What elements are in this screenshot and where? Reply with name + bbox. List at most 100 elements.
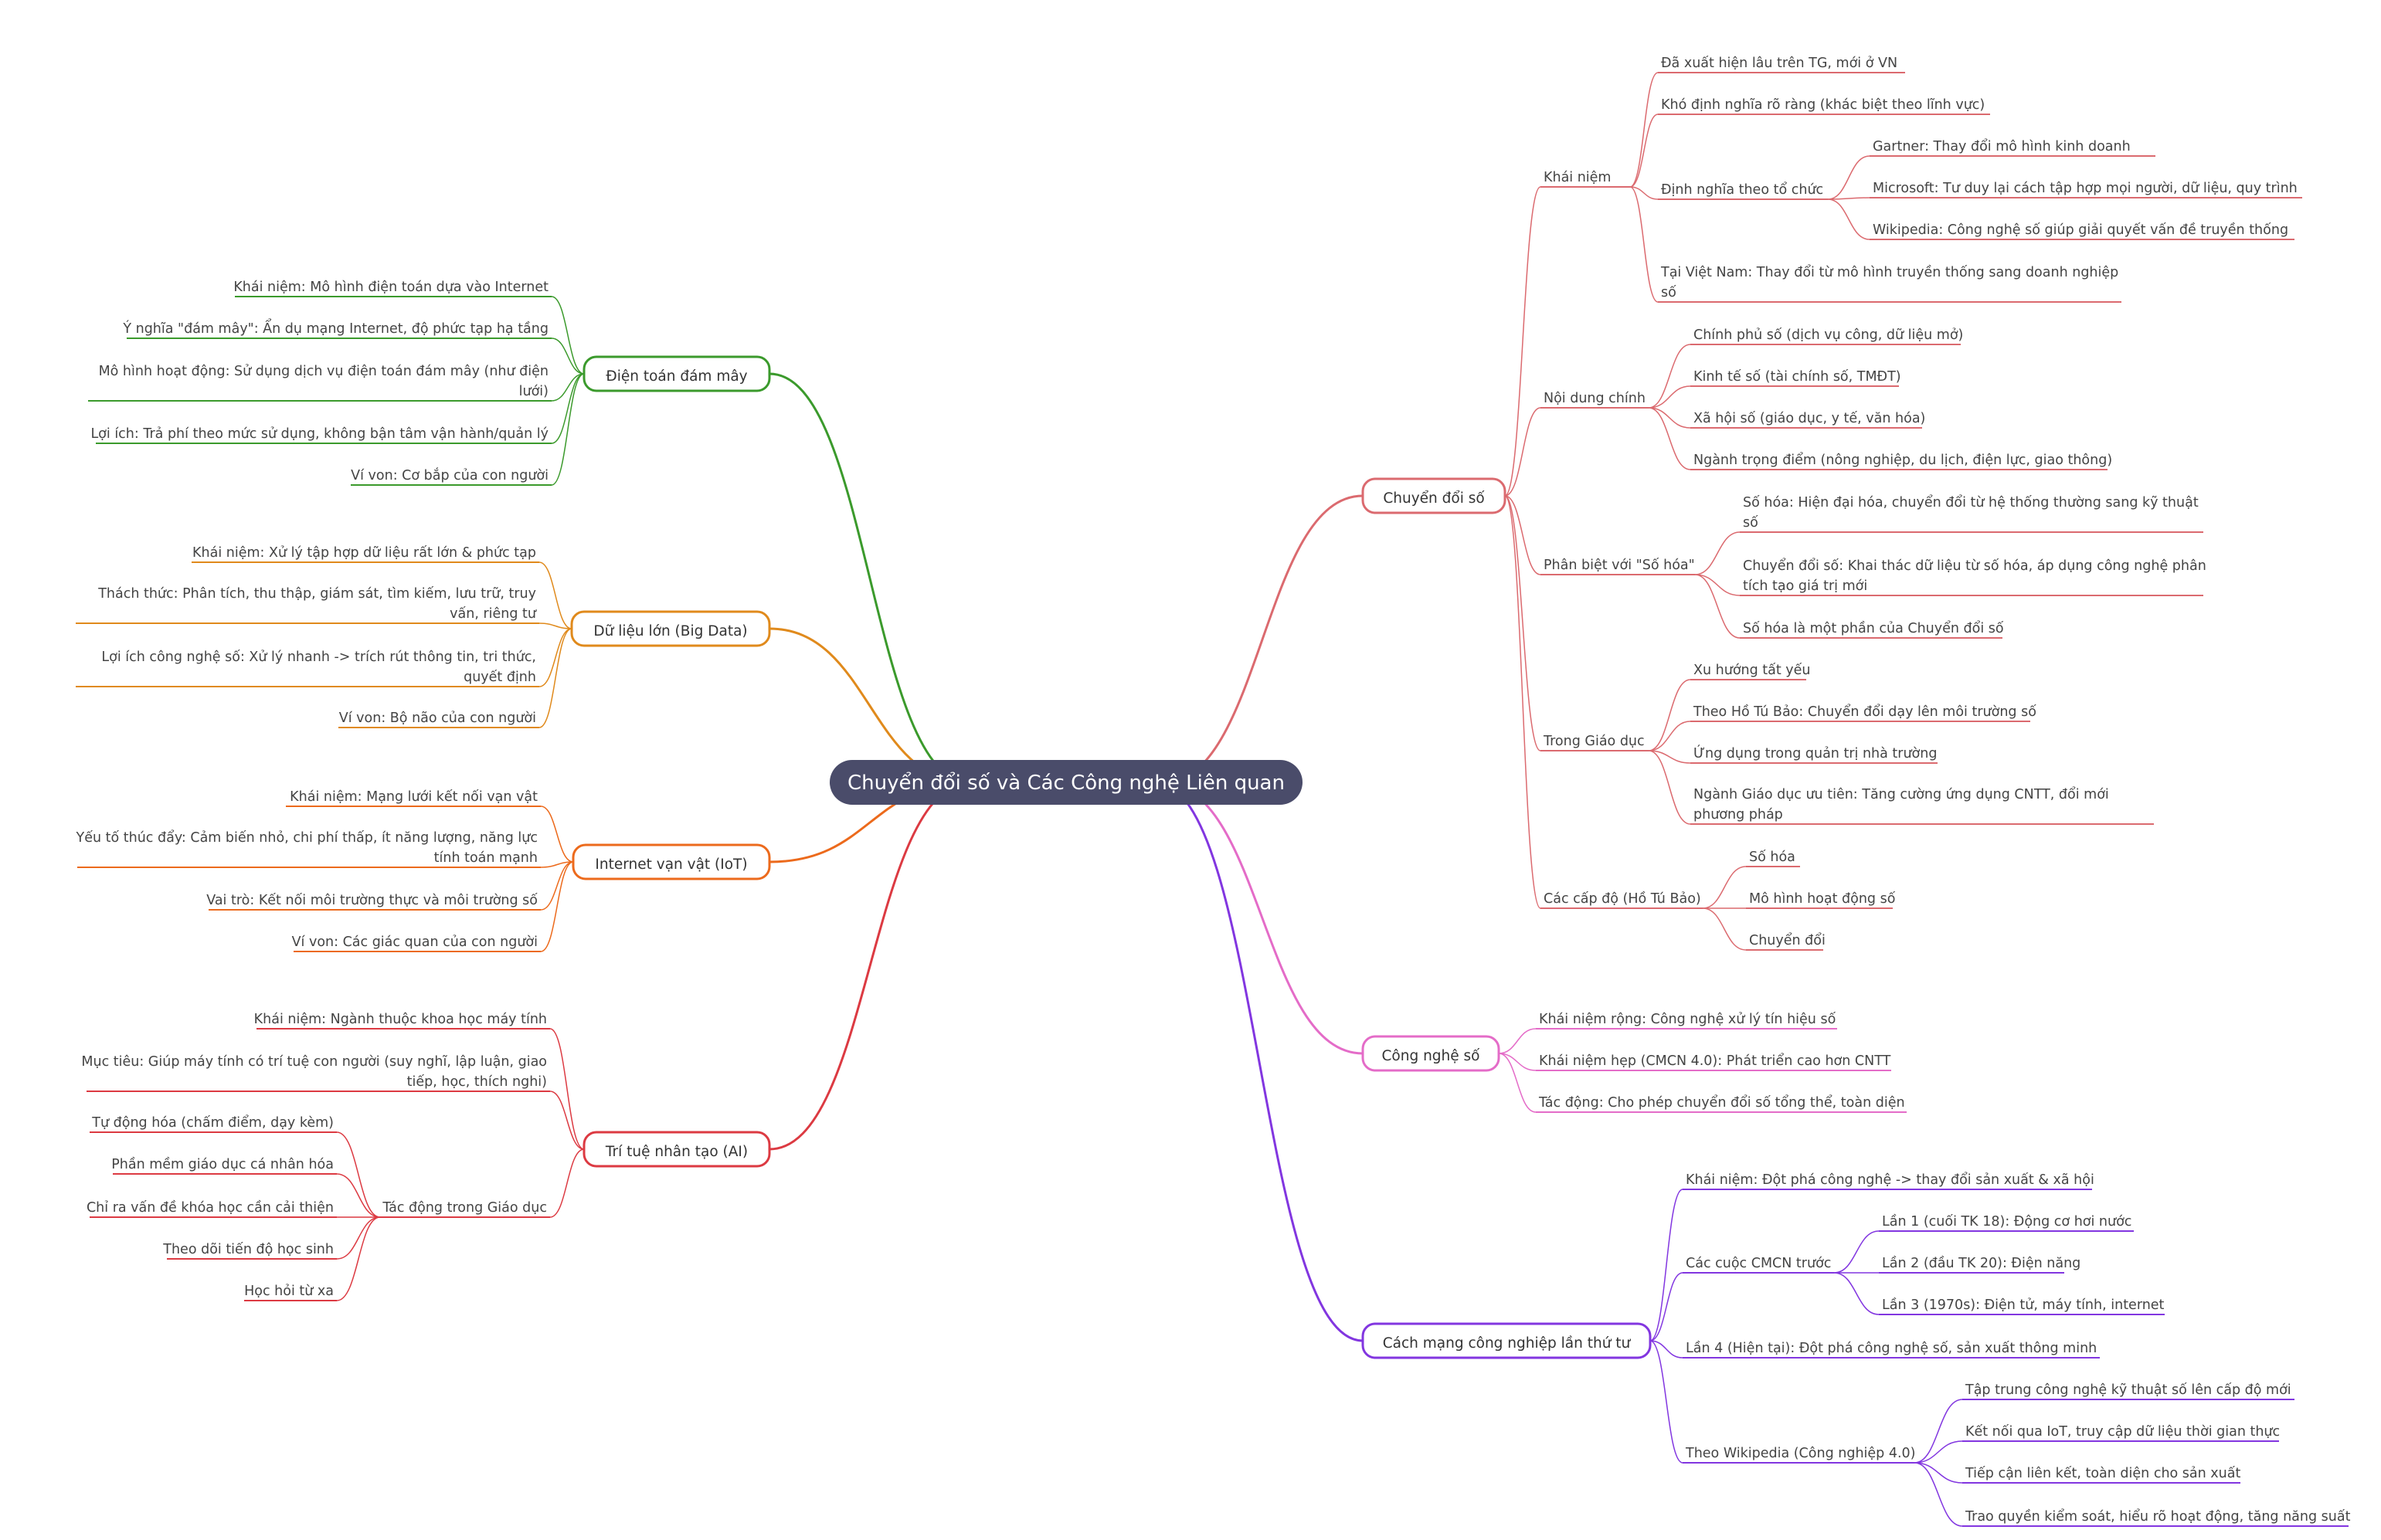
- link-tiep-can-lien-ket-toan-dien-cho-san-xuat: [1914, 1462, 1963, 1484]
- leaf-yeu-to-thuc-day-cam-bien-nho-chi-phi-tha-line: Yếu tố thúc đẩy: Cảm biến nhỏ, chi phí t…: [76, 829, 538, 846]
- leaf-khai-niem-mo-hinh-dien-toan-dua-vao-inte: Khái niệm: Mô hình điện toán dựa vào Int…: [233, 280, 549, 295]
- branch-node-cong-nghe-so-label: Công nghệ số: [1382, 1048, 1481, 1064]
- leaf-kinh-te-so-tai-chinh-so-tmdt-line: Kinh tế số (tài chính số, TMĐT): [1693, 368, 1901, 385]
- leaf-nganh-trong-diem-nong-nghiep-du-lich-die: Ngành trọng điểm (nông nghiệp, du lịch, …: [1693, 452, 2112, 468]
- link-khai-niem-dot-pha-cong-nghe-thay-doi-san: [1649, 1189, 1683, 1342]
- branch-node-ai-label: Trí tuệ nhân tạo (AI): [605, 1144, 748, 1160]
- leaf-thach-thuc-phan-tich-thu-thap-giam-sat-t-line: Thách thức: Phân tích, thu thập, giám sá…: [97, 585, 536, 602]
- leaf-microsoft-tu-duy-lai-cach-tap-hop-moi-ng: Microsoft: Tư duy lại cách tập hợp mọi n…: [1873, 181, 2298, 196]
- leaf-hoc-hoi-tu-xa: Học hỏi từ xa: [244, 1284, 334, 1299]
- leaf-mo-hinh-hoat-dong-so: Mô hình hoạt động số: [1749, 890, 1896, 907]
- leaf-kinh-te-so-tai-chinh-so-tmdt: Kinh tế số (tài chính số, TMĐT): [1693, 368, 1901, 385]
- leaf-tai-viet-nam-thay-doi-tu-mo-hinh-truyen-: Tại Việt Nam: Thay đổi từ mô hình truyền…: [1660, 264, 2118, 300]
- leaf-so-hoa-hien-dai-hoa-chuyen-doi-tu-he-tho-line: Số hóa: Hiện đại hóa, chuyển đổi từ hệ t…: [1743, 494, 2199, 511]
- leaf-gartner-thay-doi-mo-hinh-kinh-doanh: Gartner: Thay đổi mô hình kinh doanh: [1873, 138, 2131, 154]
- leaf-lan-4-hien-tai-dot-pha-cong-nghe-so-san-: Lần 4 (Hiện tại): Đột phá công nghệ số, …: [1686, 1340, 2097, 1356]
- leaf-theo-ho-tu-bao-chuyen-doi-day-len-moi-tr: Theo Hồ Tú Bảo: Chuyển đổi dạy lên môi t…: [1693, 704, 2036, 720]
- link-phan-mem-giao-duc-ca-nhan-hoa: [336, 1173, 381, 1218]
- branch-node-iot-label: Internet vạn vật (IoT): [595, 856, 747, 873]
- topic-theo-wikipedia-cong-nghiep-4-0: Theo Wikipedia (Công nghiệp 4.0): [1685, 1446, 1916, 1461]
- link-lan-1-cuoi-tk-18-dong-co-hoi-nuoc: [1833, 1230, 1880, 1274]
- leaf-loi-ich-cong-nghe-so-xu-ly-nhanh-trich-r-line: quyết định: [464, 669, 536, 685]
- leaf-tap-trung-cong-nghe-ky-thuat-so-len-cap-: Tập trung công nghệ kỹ thuật số lên cấp …: [1965, 1382, 2291, 1398]
- link-so-hoa: [1702, 866, 1747, 909]
- leaf-gartner-thay-doi-mo-hinh-kinh-doanh-line: Gartner: Thay đổi mô hình kinh doanh: [1873, 138, 2131, 154]
- link-lan-3-1970s-dien-tu-may-tinh-internet: [1833, 1272, 1880, 1315]
- root-node-label: Chuyển đổi số và Các Công nghệ Liên quan: [847, 771, 1285, 795]
- branch-node-ai[interactable]: Trí tuệ nhân tạo (AI): [583, 1131, 771, 1168]
- leaf-mo-hinh-hoat-dong-su-dung-dich-vu-dien-t-line: Mô hình hoạt động: Sử dụng dịch vụ điện …: [99, 364, 549, 379]
- branch-node-cong-nghe-so[interactable]: Công nghệ số: [1361, 1035, 1500, 1072]
- leaf-chinh-phu-so-dich-vu-cong-du-lieu-mo-line: Chính phủ số (dịch vụ công, dữ liệu mở): [1693, 327, 1963, 343]
- link-lan-4-hien-tai-dot-pha-cong-nghe-so-san-: [1649, 1340, 1683, 1359]
- link-topic-theo-wikipedia-cong-nghiep-4-0: [1649, 1340, 1683, 1464]
- leaf-mo-hinh-hoat-dong-su-dung-dich-vu-dien-t: Mô hình hoạt động: Sử dụng dịch vụ điện …: [99, 364, 549, 399]
- leaf-loi-ich-cong-nghe-so-xu-ly-nhanh-trich-r-line: Lợi ích công nghệ số: Xử lý nhanh -> trí…: [101, 649, 536, 665]
- leaf-phan-mem-giao-duc-ca-nhan-hoa-line: Phần mềm giáo dục cá nhân hóa: [111, 1156, 334, 1172]
- branch-node-iot-frame: [572, 843, 771, 880]
- topic-tac-dong-trong-giao-duc-line: Tác động trong Giáo dục: [382, 1200, 547, 1216]
- branch-node-cmcn-4[interactable]: Cách mạng công nghiệp lần thứ tư: [1361, 1322, 1652, 1359]
- link-khai-niem-rong-cong-nghe-xu-ly-tin-hieu-: [1498, 1028, 1537, 1054]
- link-topic-cac-cuoc-cmcn-truoc: [1649, 1272, 1683, 1342]
- branch-node-chuyen-doi-so[interactable]: Chuyển đổi số: [1361, 477, 1506, 514]
- link-ung-dung-trong-quan-tri-nha-truong: [1648, 750, 1691, 764]
- link-da-xuat-hien-lau-tren-tg-moi-o-vn: [1629, 72, 1659, 188]
- link-topic-trong-giao-duc: [1504, 495, 1541, 751]
- leaf-khai-niem-mo-hinh-dien-toan-dua-vao-inte-line: Khái niệm: Mô hình điện toán dựa vào Int…: [233, 280, 549, 295]
- leaf-loi-ich-tra-phi-theo-muc-su-dung-khong-b: Lợi ích: Trả phí theo mức sử dụng, không…: [90, 426, 549, 442]
- link-wikipedia-cong-nghe-so-giup-giai-quyet-v: [1827, 198, 1870, 240]
- leaf-khai-niem-mang-luoi-ket-noi-van-vat-line: Khái niệm: Mạng lưới kết nối vạn vật: [290, 789, 538, 805]
- link-so-hoa-hien-dai-hoa-chuyen-doi-tu-he-tho: [1694, 531, 1741, 575]
- leaf-tu-dong-hoa-cham-diem-day-kem: Tự động hóa (chấm điểm, dạy kèm): [91, 1114, 334, 1131]
- leaf-yeu-to-thuc-day-cam-bien-nho-chi-phi-tha: Yếu tố thúc đẩy: Cảm biến nhỏ, chi phí t…: [76, 829, 538, 866]
- leaf-lan-2-dau-tk-20-dien-nang-line: Lần 2 (đầu TK 20): Điện năng: [1882, 1255, 2080, 1271]
- link-vi-von-co-bap-cua-con-nguoi: [551, 373, 585, 486]
- link-theo-doi-tien-do-hoc-sinh: [336, 1216, 381, 1260]
- link-topic-khai-niem: [1504, 186, 1541, 497]
- leaf-theo-ho-tu-bao-chuyen-doi-day-len-moi-tr-line: Theo Hồ Tú Bảo: Chuyển đổi dạy lên môi t…: [1693, 704, 2036, 720]
- leaf-xu-huong-tat-yeu: Xu hướng tất yếu: [1693, 662, 1811, 678]
- leaf-yeu-to-thuc-day-cam-bien-nho-chi-phi-tha-line: tính toán mạnh: [434, 850, 538, 866]
- leaf-khai-niem-dot-pha-cong-nghe-thay-doi-san: Khái niệm: Đột phá công nghệ -> thay đổi…: [1686, 1172, 2094, 1188]
- leaf-chi-ra-van-de-khoa-hoc-can-cai-thien-line: Chỉ ra vấn đề khóa học cần cải thiện: [87, 1199, 334, 1216]
- branch-node-ai-frame: [583, 1131, 771, 1168]
- leaf-khai-niem-rong-cong-nghe-xu-ly-tin-hieu--line: Khái niệm rộng: Công nghệ xử lý tín hiệu…: [1539, 1011, 1836, 1027]
- link-vi-von-cac-giac-quan-cua-con-nguoi: [540, 861, 574, 952]
- leaf-xa-hoi-so-giao-duc-y-te-van-hoa-line: Xã hội số (giáo dục, y tế, văn hóa): [1693, 410, 1925, 426]
- leaf-ung-dung-trong-quan-tri-nha-truong-line: Ứng dụng trong quản trị nhà trường: [1693, 745, 1937, 762]
- leaf-so-hoa-hien-dai-hoa-chuyen-doi-tu-he-tho: Số hóa: Hiện đại hóa, chuyển đổi từ hệ t…: [1743, 494, 2199, 531]
- leaf-dinh-nghia-theo-to-chuc: Định nghĩa theo tổ chức: [1661, 181, 1823, 198]
- link-chuyen-doi-so-khai-thac-du-lieu-tu-so-ho: [1694, 574, 1741, 596]
- branch-node-dien-toan-dam-may[interactable]: Điện toán đám mây: [583, 355, 771, 392]
- link-xa-hoi-so-giao-duc-y-te-van-hoa: [1648, 407, 1691, 429]
- link-topic-phan-biet-voi-so-hoa: [1504, 495, 1541, 575]
- link-vai-tro-ket-noi-moi-truong-thuc-va-moi-t: [540, 861, 574, 911]
- branch-node-cong-nghe-so-frame: [1361, 1035, 1500, 1072]
- leaf-da-xuat-hien-lau-tren-tg-moi-o-vn: Đã xuất hiện lâu trên TG, mới ở VN: [1661, 55, 1897, 71]
- leaf-theo-doi-tien-do-hoc-sinh-line: Theo dõi tiến độ học sinh: [162, 1241, 334, 1257]
- topic-trong-giao-duc-line: Trong Giáo dục: [1543, 734, 1645, 749]
- leaf-phan-mem-giao-duc-ca-nhan-hoa: Phần mềm giáo dục cá nhân hóa: [111, 1156, 334, 1172]
- branch-node-big-data-label: Dữ liệu lớn (Big Data): [593, 623, 747, 639]
- branch-node-iot[interactable]: Internet vạn vật (IoT): [572, 843, 771, 880]
- leaf-khai-niem-rong-cong-nghe-xu-ly-tin-hieu-: Khái niệm rộng: Công nghệ xử lý tín hiệu…: [1539, 1011, 1836, 1027]
- topic-phan-biet-voi-so-hoa-line: Phân biệt với "Số hóa": [1544, 557, 1695, 573]
- link-tac-dong-cho-phep-chuyen-doi-so-tong-the: [1498, 1053, 1537, 1113]
- leaf-lan-3-1970s-dien-tu-may-tinh-internet: Lần 3 (1970s): Điện tử, máy tính, intern…: [1882, 1297, 2165, 1313]
- leaf-tiep-can-lien-ket-toan-dien-cho-san-xuat-line: Tiếp cận liên kết, toàn diện cho sản xuấ…: [1965, 1465, 2240, 1481]
- link-topic-noi-dung-chinh: [1504, 407, 1541, 497]
- leaf-lan-2-dau-tk-20-dien-nang: Lần 2 (đầu TK 20): Điện năng: [1882, 1255, 2080, 1271]
- link-y-nghia-dam-may-an-du-mang-internet-do-p: [551, 338, 585, 375]
- leaf-lan-4-hien-tai-dot-pha-cong-nghe-so-san--line: Lần 4 (Hiện tại): Đột phá công nghệ số, …: [1686, 1340, 2097, 1356]
- link-topic-tac-dong-trong-giao-duc: [549, 1148, 585, 1218]
- leaf-kho-dinh-nghia-ro-rang-khac-biet-theo-li: Khó định nghĩa rõ ràng (khác biệt theo l…: [1661, 97, 1985, 113]
- leaf-lan-1-cuoi-tk-18-dong-co-hoi-nuoc-line: Lần 1 (cuối TK 18): Động cơ hơi nước: [1882, 1213, 2131, 1230]
- root-node[interactable]: Chuyển đổi số và Các Công nghệ Liên quan: [830, 760, 1303, 805]
- link-khai-niem-mo-hinh-dien-toan-dua-vao-inte: [551, 296, 585, 375]
- branch-node-big-data[interactable]: Dữ liệu lớn (Big Data): [570, 610, 771, 647]
- mind-map-nodes: Chuyển đổi số và Các Công nghệ Liên quan…: [76, 55, 2351, 1525]
- leaf-kho-dinh-nghia-ro-rang-khac-biet-theo-li-line: Khó định nghĩa rõ ràng (khác biệt theo l…: [1661, 97, 1985, 113]
- link-cmcn-4: [1155, 782, 1364, 1342]
- branch-node-cmcn-4-frame: [1361, 1322, 1652, 1359]
